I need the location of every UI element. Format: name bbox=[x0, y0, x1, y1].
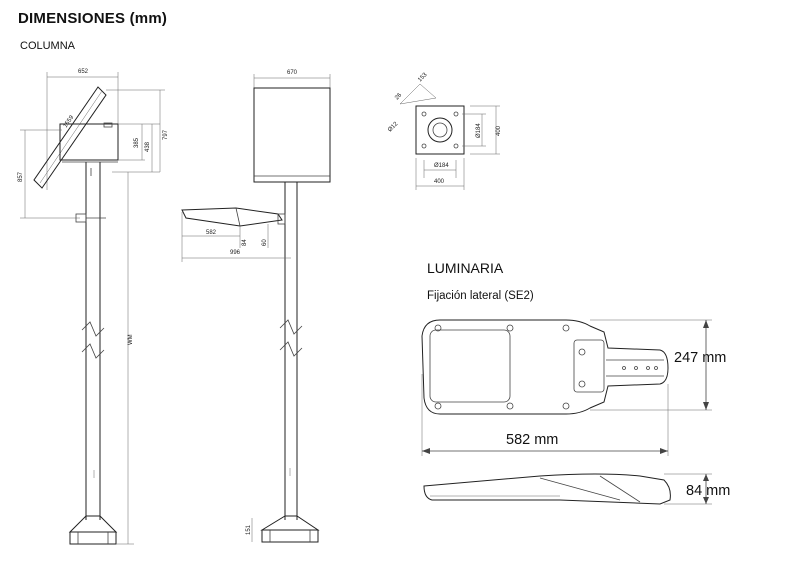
dim-d184-bottom: Ø184 bbox=[434, 163, 449, 169]
column-section-label: COLUMNA bbox=[20, 40, 76, 52]
luminaire-depth-dimension: 84 mm bbox=[686, 483, 731, 499]
dim-84: 84 bbox=[242, 239, 248, 246]
luminaire-height-dimension: 247 mm bbox=[674, 350, 727, 366]
dim-151: 151 bbox=[246, 524, 252, 535]
dim-582: 582 bbox=[206, 230, 217, 236]
dim-total-height: WM bbox=[128, 334, 134, 345]
luminaire-top-view bbox=[421, 319, 712, 456]
luminaire-side-view bbox=[423, 473, 712, 505]
luminaire-length-dimension: 582 mm bbox=[506, 432, 559, 448]
dim-797: 797 bbox=[163, 129, 169, 140]
column-front-view: 652 1559 385 438 797 857 bbox=[18, 69, 169, 545]
dim-d12: Ø12 bbox=[387, 121, 400, 134]
base-plate-view: 153 26 Ø12 Ø184 400 400 Ø184 bbox=[387, 72, 502, 190]
dim-670: 670 bbox=[287, 70, 298, 76]
dim-996: 996 bbox=[230, 250, 241, 256]
luminaire-section-title: LUMINARIA bbox=[427, 260, 504, 276]
page-title: DIMENSIONES (mm) bbox=[18, 10, 168, 27]
column-side-view: 670 582 84 60 996 151 bbox=[181, 70, 331, 543]
luminaire-mount-subtitle: Fijación lateral (SE2) bbox=[427, 290, 534, 302]
dim-652: 652 bbox=[78, 69, 89, 75]
dim-26: 26 bbox=[394, 92, 403, 101]
dim-857: 857 bbox=[18, 171, 24, 182]
dim-438: 438 bbox=[145, 141, 151, 152]
dim-60: 60 bbox=[262, 239, 268, 246]
dim-400-right: 400 bbox=[496, 125, 502, 136]
dim-153: 153 bbox=[417, 72, 429, 84]
dim-d184-right: Ø184 bbox=[476, 123, 482, 138]
dim-385: 385 bbox=[134, 137, 140, 148]
dim-400-bottom: 400 bbox=[434, 179, 445, 185]
